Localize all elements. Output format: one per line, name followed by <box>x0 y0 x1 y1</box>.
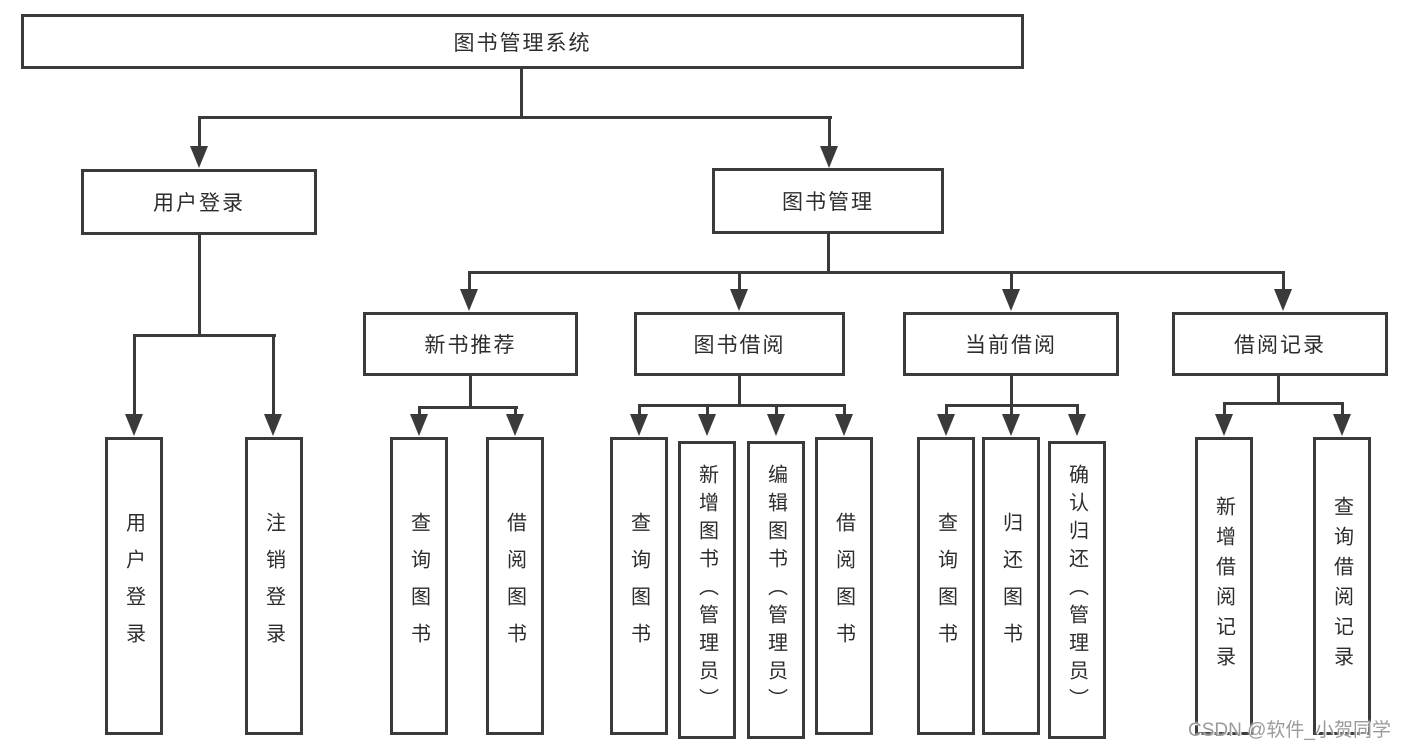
connector-line <box>198 116 832 119</box>
node-logout-action: 注销登录 <box>245 437 303 735</box>
connector-line <box>198 116 201 148</box>
connector-line <box>1223 402 1226 416</box>
arrow-down-icon <box>1002 289 1020 311</box>
arrow-down-icon <box>937 414 955 436</box>
arrow-down-icon <box>1215 414 1233 436</box>
arrow-down-icon <box>125 414 143 436</box>
arrow-down-icon <box>730 289 748 311</box>
connector-line <box>514 406 517 416</box>
arrow-down-icon <box>190 146 208 168</box>
connector-line <box>1010 404 1013 416</box>
arrow-down-icon <box>460 289 478 311</box>
arrow-down-icon <box>820 146 838 168</box>
node-borrowing-records: 借阅记录 <box>1172 312 1388 376</box>
arrow-down-icon <box>506 414 524 436</box>
connector-line <box>520 68 523 118</box>
connector-line <box>1341 402 1344 416</box>
node-current-borrowing: 当前借阅 <box>903 312 1119 376</box>
connector-line <box>418 406 421 416</box>
connector-line <box>272 334 275 416</box>
node-borrow-books: 借阅图书 <box>815 437 873 735</box>
arrow-down-icon <box>1333 414 1351 436</box>
connector-line <box>1010 376 1013 407</box>
connector-line <box>468 271 1285 274</box>
arrow-down-icon <box>1002 414 1020 436</box>
connector-line <box>738 376 741 407</box>
node-new-book-recommendation: 新书推荐 <box>363 312 578 376</box>
node-confirm-return-admin: 确认归还（管理员） <box>1048 441 1106 739</box>
connector-line <box>638 404 641 416</box>
arrow-down-icon <box>1068 414 1086 436</box>
node-return-books: 归还图书 <box>982 437 1040 735</box>
connector-line <box>469 376 472 408</box>
node-search-books: 查询图书 <box>917 437 975 735</box>
connector-line <box>827 234 830 274</box>
node-library-management-system: 图书管理系统 <box>21 14 1024 69</box>
node-book-borrowing: 图书借阅 <box>634 312 845 376</box>
connector-line <box>1076 404 1079 416</box>
connector-line <box>738 271 741 291</box>
connector-line <box>638 404 846 407</box>
connector-line <box>418 406 518 409</box>
connector-line <box>945 404 948 416</box>
node-search-books: 查询图书 <box>610 437 668 735</box>
arrow-down-icon <box>767 414 785 436</box>
connector-line <box>133 334 276 337</box>
connector-line <box>468 271 471 291</box>
connector-line <box>775 404 778 416</box>
node-book-management: 图书管理 <box>712 168 944 234</box>
arrow-down-icon <box>835 414 853 436</box>
node-search-borrow-record: 查询借阅记录 <box>1313 437 1371 735</box>
connector-line <box>1282 271 1285 291</box>
arrow-down-icon <box>698 414 716 436</box>
connector-line <box>133 334 136 416</box>
connector-line <box>1010 271 1013 291</box>
connector-line <box>1277 376 1280 405</box>
node-edit-books-admin: 编辑图书（管理员） <box>747 441 805 739</box>
connector-line <box>706 404 709 416</box>
arrow-down-icon <box>264 414 282 436</box>
node-add-books-admin: 新增图书（管理员） <box>678 441 736 739</box>
connector-line <box>843 404 846 416</box>
arrow-down-icon <box>1274 289 1292 311</box>
csdn-watermark: CSDN @软件_小贺同学 <box>1188 720 1391 741</box>
node-user-login-action: 用户登录 <box>105 437 163 735</box>
node-add-borrow-record: 新增借阅记录 <box>1195 437 1253 735</box>
node-search-books: 查询图书 <box>390 437 448 735</box>
node-borrow-books: 借阅图书 <box>486 437 544 735</box>
connector-line <box>1223 402 1344 405</box>
arrow-down-icon <box>410 414 428 436</box>
connector-line <box>828 116 831 148</box>
connector-line <box>198 235 201 336</box>
arrow-down-icon <box>630 414 648 436</box>
node-user-login: 用户登录 <box>81 169 317 235</box>
